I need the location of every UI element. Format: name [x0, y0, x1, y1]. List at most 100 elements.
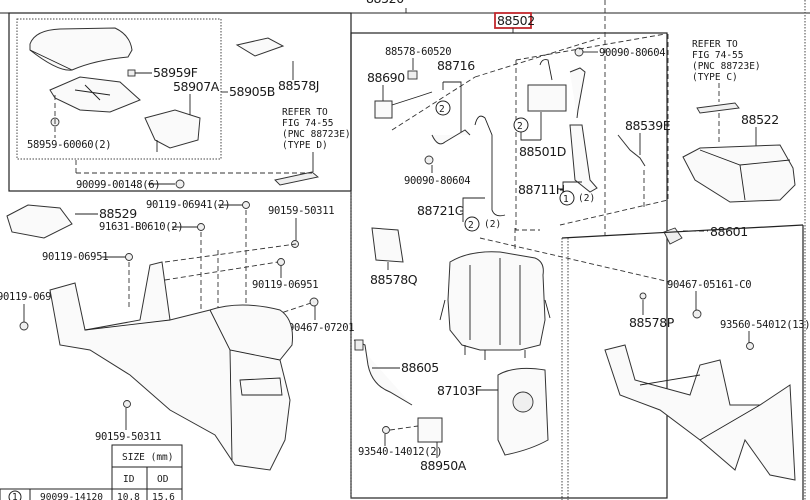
label-90099-00148[interactable]: 90099-00148(6)	[76, 179, 161, 191]
qty-mark-2: (2)	[484, 219, 501, 230]
motor-hub-drawing	[512, 391, 534, 413]
circle-mark-2c-text: 2	[468, 220, 474, 231]
resistor-screw-drawing	[382, 426, 390, 434]
size-table-row-part[interactable]: 90099-14120	[40, 492, 103, 500]
screw-drawing	[175, 179, 185, 189]
label-88711H[interactable]: 88711H	[518, 182, 565, 197]
label-90119-06941[interactable]: 90119-06941(2)	[146, 199, 231, 211]
bolt-b-drawing	[197, 223, 205, 231]
right-frame-top	[561, 224, 804, 239]
label-90159-50311-bottom[interactable]: 90159-50311	[95, 431, 162, 443]
circle-mark-2c	[464, 216, 480, 232]
type-d-plate-drawing	[274, 171, 320, 186]
note-type-c-line2: FIG 74-55	[692, 50, 743, 61]
label-88578-60520[interactable]: 88578-60520	[385, 46, 452, 58]
label-90119-06951-a[interactable]: 90119-06951	[42, 251, 109, 263]
armrest-sub-box	[16, 18, 222, 160]
size-table	[0, 444, 183, 500]
mat-drawing	[235, 37, 285, 57]
console-box-drawing	[682, 144, 796, 203]
cooler-unit-box	[350, 32, 668, 499]
label-88539E[interactable]: 88539E	[625, 118, 671, 133]
evaporator-drawing	[527, 84, 567, 112]
cushion-drawing	[127, 69, 136, 77]
console-body-right-drawing	[604, 344, 796, 481]
size-table-row-id: 10.8	[117, 492, 140, 500]
tray-88529-drawing	[6, 204, 73, 239]
circle-mark-2	[435, 100, 451, 116]
label-90090-80604-top[interactable]: 90090-80604	[599, 47, 666, 59]
qty-mark-1: (2)	[578, 193, 595, 204]
label-93560-54012[interactable]: 93560-54012(13)	[720, 319, 810, 331]
circle-mark-2b-text: 2	[517, 121, 523, 132]
clip-drawing	[692, 309, 702, 319]
console-body-left-drawing	[49, 261, 293, 471]
label-90467-05161-C0[interactable]: 90467-05161-C0	[667, 279, 752, 291]
label-88721C[interactable]: 88721C	[417, 203, 464, 218]
label-90159-50311-top[interactable]: 90159-50311	[268, 205, 335, 217]
label-88578J[interactable]: 88578J	[278, 78, 319, 93]
type-c-plate-drawing	[696, 102, 740, 114]
bolt-left-drawing	[424, 155, 434, 165]
armrest-base-drawing	[49, 76, 141, 113]
note-type-c-line4: (TYPE C)	[692, 72, 738, 83]
blower-housing-drawing	[439, 251, 551, 360]
label-88529[interactable]: 88529	[99, 206, 138, 221]
bolt-d-drawing	[277, 258, 285, 266]
label-87103F[interactable]: 87103F	[437, 383, 482, 398]
label-88502[interactable]: 88502	[497, 13, 535, 28]
circle-mark-2-text: 2	[439, 104, 445, 115]
resistor-drawing	[417, 417, 443, 443]
note-type-c-line1: REFER TO	[692, 39, 738, 50]
size-table-row-od: 15.6	[152, 492, 175, 500]
label-88522[interactable]: 88522	[741, 112, 779, 127]
label-58959F[interactable]: 58959F	[153, 65, 198, 80]
label-90090-80604-left[interactable]: 90090-80604	[404, 175, 471, 187]
label-91631-B0610[interactable]: 91631-B0610(2)	[99, 221, 184, 233]
bolt-top-drawing	[574, 47, 584, 57]
grommet-drawing	[639, 292, 647, 300]
label-58907A[interactable]: 58907A	[173, 79, 220, 94]
bolt-a-drawing	[242, 201, 250, 209]
tube-drawing	[431, 129, 471, 145]
label-88601[interactable]: 88601	[710, 224, 748, 239]
bolt-e-drawing	[19, 321, 29, 331]
size-table-row-mark-circle	[8, 490, 22, 500]
size-table-header-id: ID	[123, 474, 135, 485]
note-type-c-line3: (PNC 88723E)	[692, 61, 761, 72]
wire-connector-drawing	[354, 339, 364, 351]
circle-mark-1	[559, 190, 575, 206]
label-93540-14012[interactable]: 93540-14012(2)	[358, 446, 443, 458]
note-type-d-line2: FIG 74-55	[282, 118, 333, 129]
label-58905B[interactable]: 58905B	[229, 84, 275, 99]
label-58959-60060[interactable]: 58959-60060(2)	[27, 139, 112, 151]
label-88716[interactable]: 88716	[437, 58, 476, 73]
screw-right-drawing	[746, 342, 754, 350]
amplifier-drawing	[374, 100, 393, 119]
note-type-d-line1: REFER TO	[282, 107, 328, 118]
label-90119-06951-c[interactable]: 90119-06951	[0, 291, 64, 303]
label-90467-07201[interactable]: 90467-07201	[288, 322, 355, 334]
label-88605[interactable]: 88605	[401, 360, 439, 375]
label-88578Q[interactable]: 88578Q	[370, 272, 418, 287]
label-88578P[interactable]: 88578P	[629, 315, 675, 330]
note-type-d-line3: (PNC 88723E)	[282, 129, 351, 140]
filter-drawing	[371, 227, 404, 263]
circle-mark-1-text: 1	[563, 194, 569, 205]
armrest-hinge-drawing	[144, 109, 201, 152]
armrest-lid-drawing	[29, 27, 133, 71]
plug-drawing	[407, 70, 418, 80]
note-type-d-line4: (TYPE D)	[282, 140, 328, 151]
screw-b-drawing	[123, 400, 131, 408]
size-table-header-od: OD	[157, 474, 169, 485]
bolt-c-drawing	[125, 253, 133, 261]
label-88690[interactable]: 88690	[367, 70, 406, 85]
pipe-upper-drawing	[569, 67, 586, 119]
size-table-row-mark: 1	[12, 492, 18, 500]
label-88950A[interactable]: 88950A	[420, 458, 467, 473]
label-88501D[interactable]: 88501D	[519, 144, 566, 159]
hose-88539E-drawing	[617, 134, 646, 167]
label-top-assembly[interactable]: 88520	[366, 0, 405, 6]
label-90119-06951-b[interactable]: 90119-06951	[252, 279, 319, 291]
